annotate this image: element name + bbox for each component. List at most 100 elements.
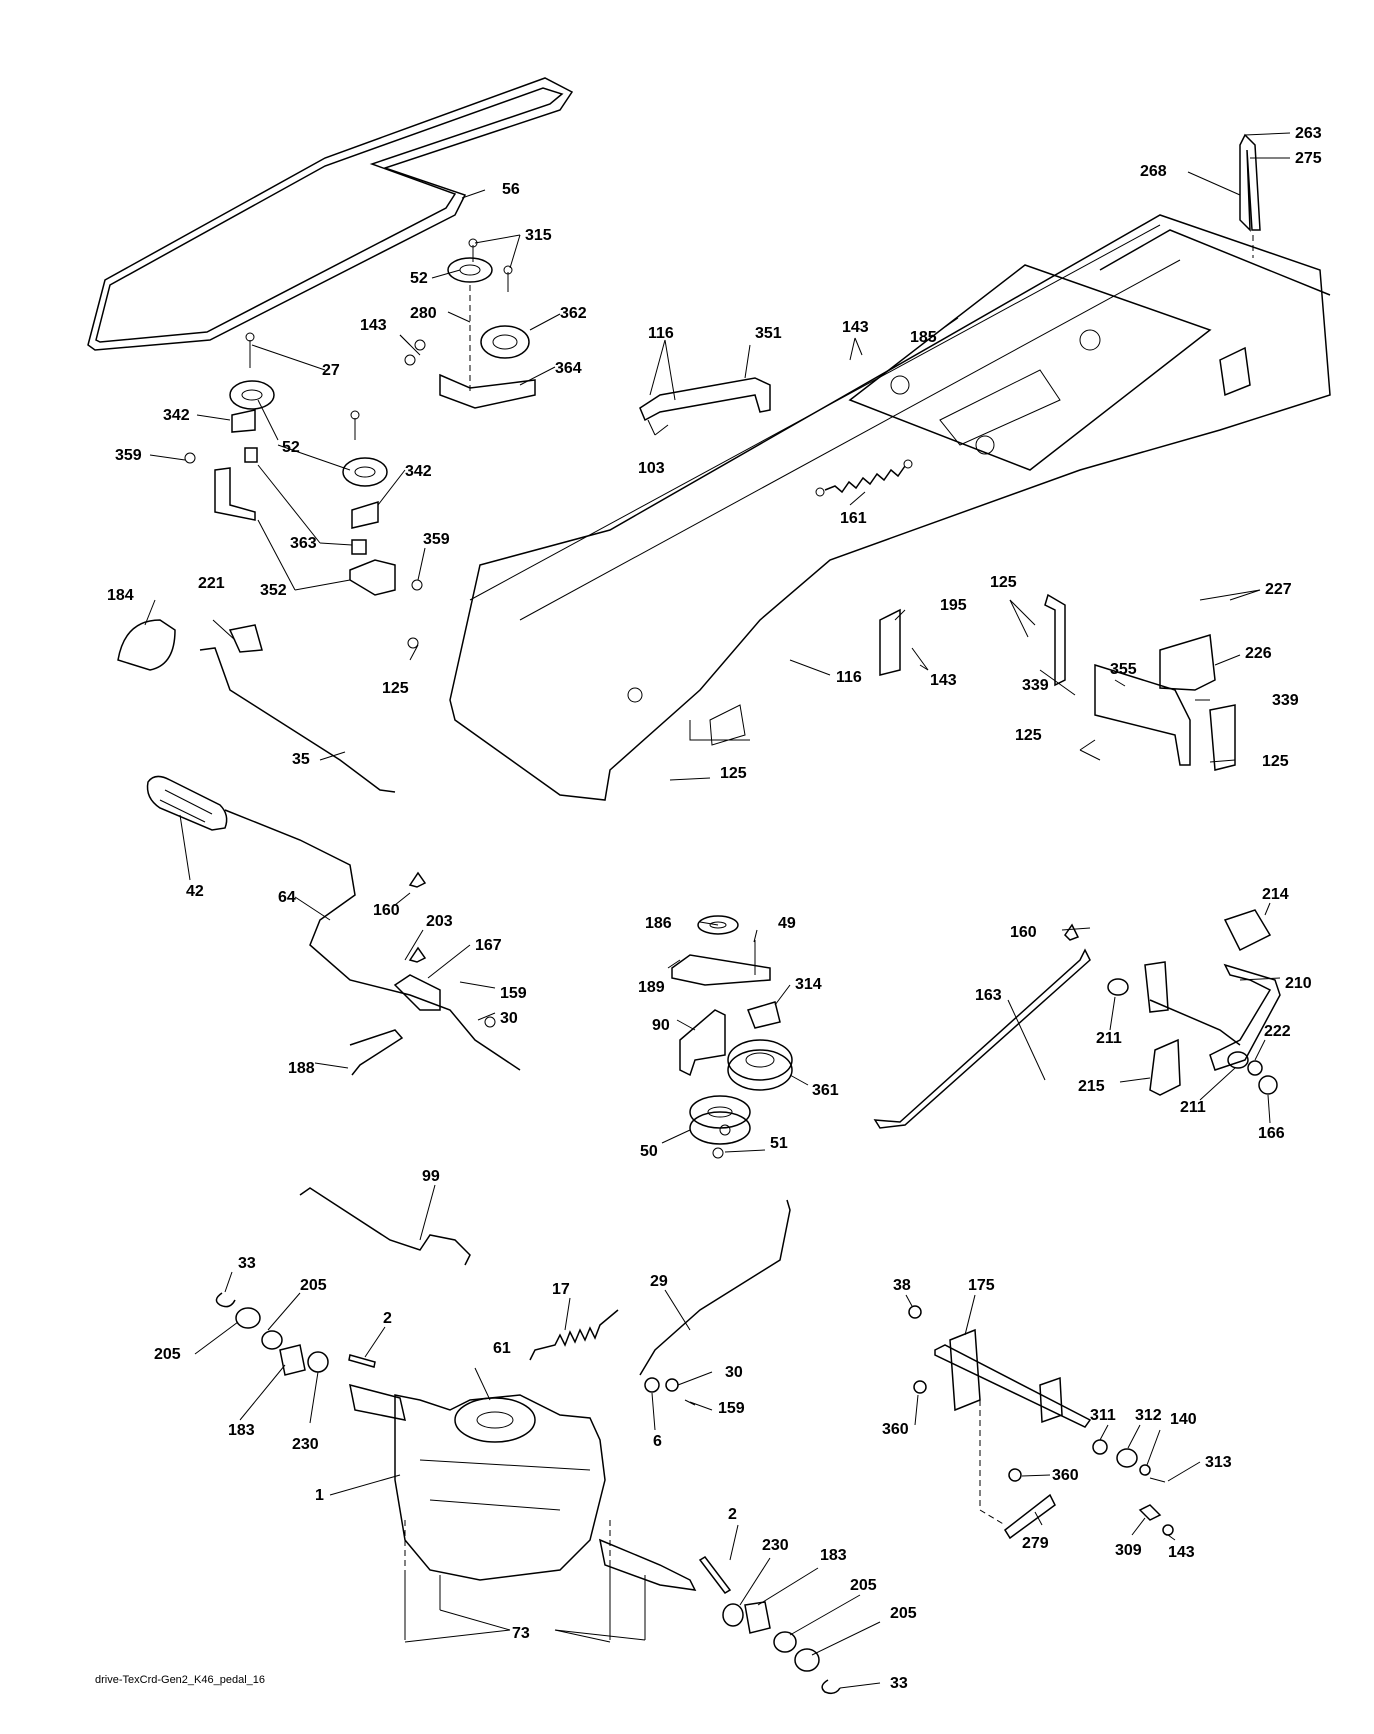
clip-160-top	[408, 871, 427, 888]
callout-1: 1	[315, 1487, 324, 1504]
callout-2: 2	[383, 1310, 392, 1327]
spring-17	[529, 1309, 619, 1361]
callout-360: 360	[882, 1421, 909, 1438]
callout-116: 116	[648, 325, 674, 342]
callout-210: 210	[1285, 975, 1312, 992]
callout-99: 99	[422, 1168, 440, 1185]
bushing-312	[1116, 1448, 1138, 1468]
callout-205: 205	[300, 1277, 327, 1294]
callout-64: 64	[278, 889, 296, 906]
callout-35: 35	[292, 751, 310, 768]
idler-arm-189	[671, 954, 771, 986]
callout-280: 280	[410, 305, 437, 322]
bracket-339-left	[1044, 593, 1066, 687]
spring-161	[815, 459, 913, 497]
callout-175: 175	[968, 1277, 995, 1294]
chute-bracket-268	[1239, 133, 1261, 232]
idler-pulley-52-right	[342, 457, 388, 487]
bolts-73	[404, 1520, 646, 1640]
clip-309	[1138, 1504, 1162, 1521]
shaft-pedal	[1149, 999, 1241, 1046]
transaxle	[349, 1383, 697, 1591]
callout-30: 30	[500, 1010, 518, 1027]
key-2-left	[348, 1354, 376, 1368]
callout-314: 314	[795, 976, 822, 993]
callout-312: 312	[1135, 1407, 1162, 1424]
callout-279: 279	[1022, 1535, 1049, 1552]
bracket-355	[1094, 663, 1191, 766]
callout-363: 363	[290, 535, 317, 552]
callout-226: 226	[1245, 645, 1272, 662]
spacer-363-left	[244, 447, 258, 463]
callout-263: 263	[1295, 125, 1322, 142]
callout-90: 90	[652, 1017, 670, 1034]
rod-29	[639, 1199, 791, 1376]
bracket-351	[639, 377, 771, 422]
brake-shaft-175	[934, 1344, 1092, 1428]
callout-125: 125	[382, 680, 409, 697]
washer-230-left	[307, 1351, 329, 1373]
nut-51b	[712, 1147, 724, 1159]
callout-230: 230	[292, 1436, 319, 1453]
pedal-arm-210	[1209, 963, 1281, 1071]
washer-166	[1258, 1075, 1278, 1095]
callout-352: 352	[260, 582, 287, 599]
clip-160-right	[1064, 923, 1080, 941]
rod-188	[349, 1029, 404, 1076]
callout-51: 51	[770, 1135, 788, 1152]
callout-30b: 30	[725, 1364, 743, 1381]
bracket-352	[349, 559, 396, 596]
grip-42	[146, 775, 228, 831]
callout-125d: 125	[1015, 727, 1042, 744]
callout-205b: 205	[154, 1346, 181, 1363]
latch-221	[228, 624, 263, 653]
callout-125e: 125	[1262, 753, 1289, 770]
bracket-359-left	[214, 467, 256, 521]
rod-279	[1004, 1493, 1056, 1540]
callout-103: 103	[638, 460, 665, 477]
callout-362: 362	[560, 305, 587, 322]
washer-30-left	[484, 1016, 496, 1028]
bushing-211-bottom	[1227, 1051, 1249, 1069]
bracket-342-right	[351, 500, 379, 529]
lever-64	[224, 809, 521, 1071]
flat-idler-pulley-362	[480, 325, 530, 359]
bushing-183-right	[744, 1601, 771, 1634]
callout-313: 313	[1205, 1454, 1232, 1471]
rod-163	[873, 948, 1091, 1129]
key-2-right	[698, 1556, 732, 1594]
callout-49: 49	[778, 915, 796, 932]
nut-6	[644, 1377, 660, 1393]
bolts-top	[184, 238, 513, 649]
idler-pulley-52-top	[447, 257, 493, 395]
callout-275: 275	[1295, 150, 1322, 167]
washer-205-right-outer	[794, 1648, 820, 1672]
bracket-90	[679, 1009, 726, 1077]
callout-214: 214	[1262, 886, 1289, 903]
callout-268: 268	[1140, 163, 1167, 180]
pedal-pad-215	[1149, 1038, 1181, 1096]
callout-163: 163	[975, 987, 1002, 1004]
washer-205-left-outer	[235, 1307, 261, 1329]
callout-17: 17	[552, 1281, 570, 1298]
callout-361: 361	[812, 1082, 839, 1099]
washer-205-right-inner	[773, 1631, 797, 1653]
callout-166: 166	[1258, 1125, 1285, 1142]
callout-203: 203	[426, 913, 453, 930]
callout-125c: 125	[720, 765, 747, 782]
callout-125b: 125	[990, 574, 1017, 591]
callout-205d: 205	[890, 1605, 917, 1622]
callout-143c: 143	[930, 672, 957, 689]
callout-61: 61	[493, 1340, 511, 1357]
bushing-183-left	[279, 1344, 306, 1376]
nut-140	[1139, 1464, 1151, 1476]
callout-160b: 160	[1010, 924, 1037, 941]
bushing-360-bottom	[1008, 1468, 1022, 1482]
callout-183b: 183	[820, 1547, 847, 1564]
washer-311	[1092, 1439, 1108, 1455]
callout-189: 189	[638, 979, 665, 996]
callout-351: 351	[755, 325, 782, 342]
callout-42: 42	[186, 883, 204, 900]
callout-52b: 52	[282, 439, 300, 456]
